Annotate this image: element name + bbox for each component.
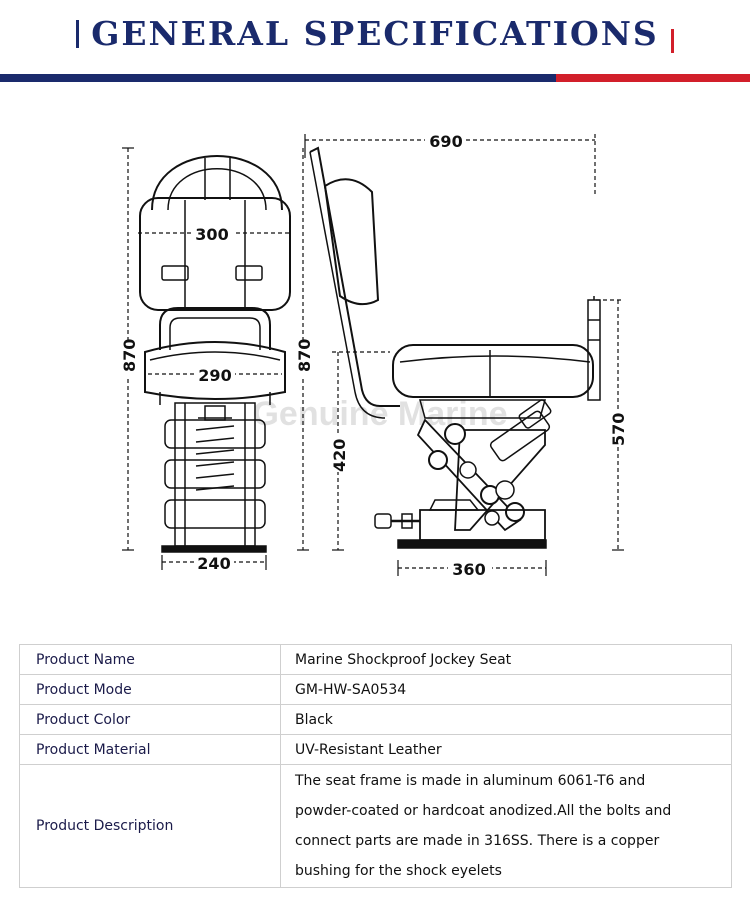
table-row: Product Color Black xyxy=(19,704,732,735)
title-left-bar xyxy=(76,19,80,48)
page-title: GENERAL SPECIFICATIONS xyxy=(91,14,659,53)
dim-front-height: 870 xyxy=(120,339,139,372)
spec-value: Black xyxy=(280,704,732,735)
spec-value: Marine Shockproof Jockey Seat xyxy=(280,644,732,675)
side-view xyxy=(309,146,601,549)
spec-value: GM-HW-SA0534 xyxy=(280,674,732,705)
spec-label: Product Mode xyxy=(19,674,281,705)
spec-label: Product Color xyxy=(19,704,281,735)
dim-side-armrest-height: 570 xyxy=(609,413,628,446)
description-line: connect parts are made in 316SS. There i… xyxy=(295,833,660,849)
specifications-table: Product Name Marine Shockproof Jockey Se… xyxy=(19,644,732,888)
header: GENERAL SPECIFICATIONS xyxy=(0,0,750,84)
dim-side-base-width: 360 xyxy=(452,560,485,579)
dim-side-height: 870 xyxy=(295,339,314,372)
spec-label: Product Description xyxy=(19,764,281,888)
spec-description: The seat frame is made in aluminum 6061-… xyxy=(280,764,732,888)
technical-drawing: Genuine Marine xyxy=(0,100,750,600)
dim-side-seat-height: 420 xyxy=(330,439,349,472)
watermark-text: Genuine Marine xyxy=(252,395,507,433)
table-row-description: Product Description The seat frame is ma… xyxy=(19,764,732,888)
header-stripe-navy xyxy=(0,74,556,82)
table-row: Product Mode GM-HW-SA0534 xyxy=(19,674,732,705)
description-line: bushing for the shock eyelets xyxy=(295,863,502,879)
dim-front-seat-width: 290 xyxy=(198,366,231,385)
title-right-bar xyxy=(670,29,674,53)
header-stripe-red xyxy=(556,74,750,82)
front-view xyxy=(139,155,291,553)
dim-side-total-width: 690 xyxy=(429,132,462,151)
front-dimensions xyxy=(122,147,292,570)
table-row: Product Material UV-Resistant Leather xyxy=(19,734,732,765)
spec-label: Product Name xyxy=(19,644,281,675)
spec-label: Product Material xyxy=(19,734,281,765)
dim-front-base-width: 240 xyxy=(197,554,230,573)
description-line: powder-coated or hardcoat anodized.All t… xyxy=(295,803,672,819)
spec-value: UV-Resistant Leather xyxy=(280,734,732,765)
dim-front-top-width: 300 xyxy=(195,225,228,244)
table-row: Product Name Marine Shockproof Jockey Se… xyxy=(19,644,732,675)
title-wrap: GENERAL SPECIFICATIONS xyxy=(0,14,750,53)
description-line: The seat frame is made in aluminum 6061-… xyxy=(295,773,646,789)
seat-drawing-svg: Genuine Marine xyxy=(120,131,628,579)
